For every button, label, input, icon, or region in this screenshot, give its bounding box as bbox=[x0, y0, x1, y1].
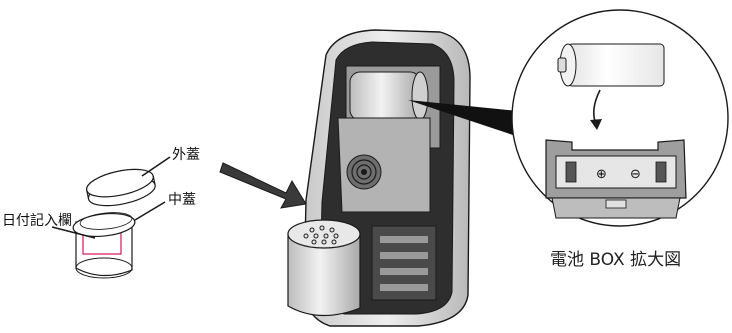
date-field-leader bbox=[51, 226, 96, 239]
callout-pointer bbox=[408, 100, 528, 138]
negative-terminal-symbol: ⊖ bbox=[630, 167, 641, 182]
outer-lid bbox=[86, 168, 156, 207]
inner-lid-leader bbox=[134, 201, 166, 221]
date-field-label: 日付記入欄 bbox=[2, 213, 72, 229]
inner-lid-label: 中蓋 bbox=[168, 192, 196, 208]
positive-terminal-symbol: ⊕ bbox=[596, 167, 607, 182]
outer-lid-label: 外蓋 bbox=[172, 147, 200, 163]
battery-box-caption: 電池 BOX 拡大図 bbox=[550, 250, 682, 270]
direction-arrow bbox=[219, 162, 307, 209]
outer-lid-leader bbox=[141, 156, 171, 177]
jar-illustration bbox=[51, 156, 171, 279]
aa-battery bbox=[557, 43, 665, 87]
battery-holder: ⊕ ⊖ bbox=[545, 139, 687, 219]
battery-box-zoom: ⊕ ⊖ bbox=[511, 9, 729, 227]
device-illustration bbox=[287, 29, 471, 327]
